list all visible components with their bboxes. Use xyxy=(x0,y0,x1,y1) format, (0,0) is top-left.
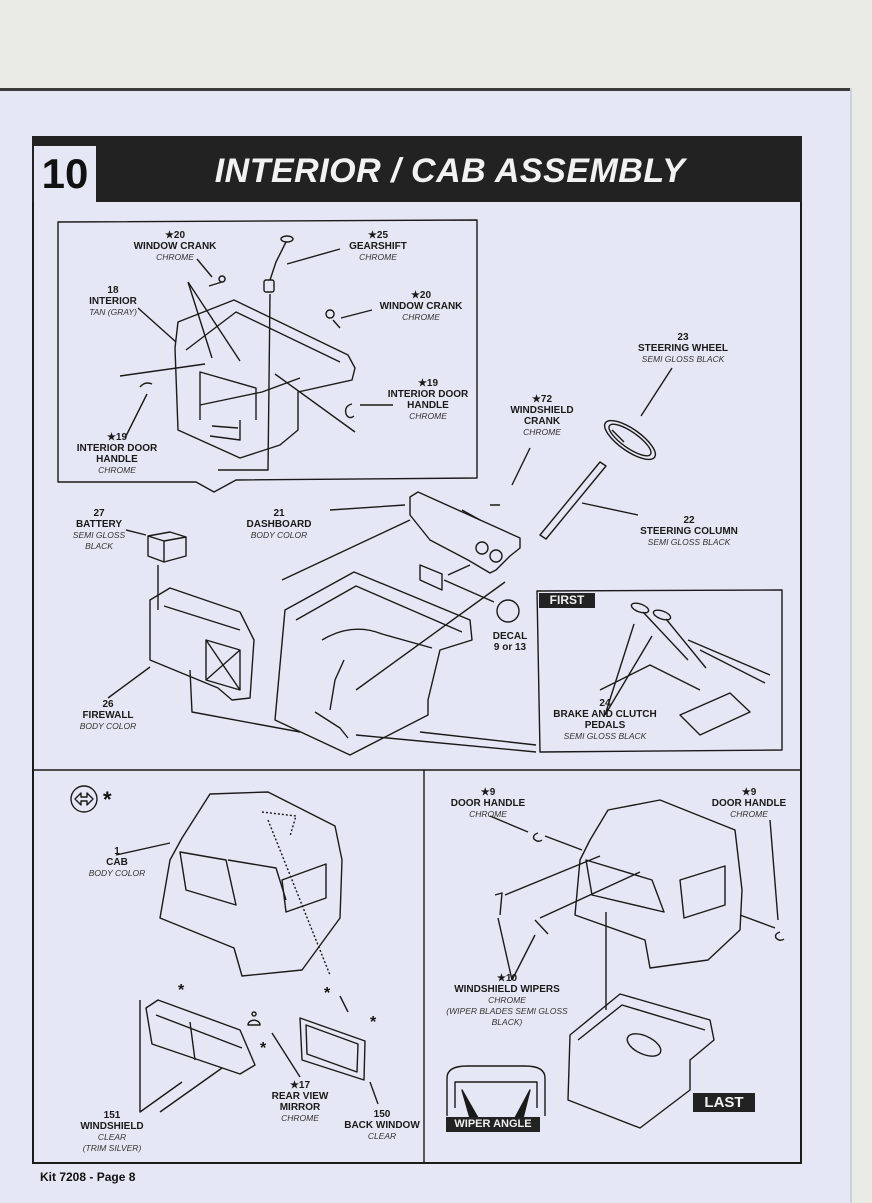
steering-column-drawing xyxy=(539,461,607,540)
first-inset-box xyxy=(536,589,783,753)
page-title: INTERIOR / CAB ASSEMBLY xyxy=(214,152,686,190)
label-interior-door-handle-right: ★19 INTERIOR DOOR HANDLE CHROME xyxy=(387,378,469,421)
label-windshield-wipers: ★10 WINDSHIELD WIPERS CHROME (WIPER BLAD… xyxy=(446,973,568,1027)
interior-inset-box xyxy=(57,219,478,493)
steering-wheel-drawing xyxy=(603,419,657,461)
decal-rectangle xyxy=(419,564,443,591)
mirror-parts-icon xyxy=(70,785,98,813)
windshield-wipers-drawing xyxy=(494,892,549,935)
page-footer: Kit 7208 - Page 8 xyxy=(40,1170,136,1184)
back-window-drawing xyxy=(299,1017,366,1081)
step-number: 10 xyxy=(34,146,96,202)
wiper-angle-tag: WIPER ANGLE xyxy=(446,1117,540,1132)
window-crank-left-drawing xyxy=(208,275,226,287)
glue-asterisk-icon: * xyxy=(178,982,185,999)
label-window-crank-left: ★20 WINDOW CRANK CHROME xyxy=(133,230,217,262)
label-cab: 1 CAB BODY COLOR xyxy=(88,846,146,878)
decal-disk xyxy=(496,599,520,623)
label-battery: 27 BATTERY SEMI GLOSS BLACK xyxy=(72,508,126,551)
windshield-drawing xyxy=(145,999,256,1075)
label-gearshift: ★25 GEARSHIFT CHROME xyxy=(349,230,407,262)
label-window-crank-right: ★20 WINDOW CRANK CHROME xyxy=(379,290,463,322)
wiper-angle-drawing xyxy=(446,1065,546,1116)
label-interior: 18 INTERIOR TAN (GRAY) xyxy=(89,285,137,317)
first-tag: FIRST xyxy=(539,593,595,608)
label-windshield-crank: ★72 WINDSHIELD CRANK CHROME xyxy=(510,394,574,437)
label-door-handle-left: ★9 DOOR HANDLE CHROME xyxy=(450,787,526,819)
step-header-bar xyxy=(32,136,802,202)
label-back-window: 150 BACK WINDOW CLEAR xyxy=(344,1109,420,1141)
glue-asterisk-icon: * xyxy=(103,787,112,812)
cab-right-drawing xyxy=(574,799,743,969)
window-crank-right-drawing xyxy=(325,309,341,329)
label-door-handle-right: ★9 DOOR HANDLE CHROME xyxy=(711,787,787,819)
label-firewall: 26 FIREWALL BODY COLOR xyxy=(79,699,137,731)
label-steering-column: 22 STEERING COLUMN SEMI GLOSS BLACK xyxy=(640,515,738,547)
final-tub-drawing xyxy=(567,993,715,1129)
label-steering-wheel: 23 STEERING WHEEL SEMI GLOSS BLACK xyxy=(637,332,729,364)
rear-view-mirror-drawing xyxy=(247,1011,261,1026)
cab-floor-drawing xyxy=(274,571,473,756)
gearshift-drawing xyxy=(263,235,294,293)
label-windshield: 151 WINDSHIELD CLEAR (TRIM SILVER) xyxy=(80,1110,144,1153)
pedals-drawing xyxy=(599,602,771,736)
battery-drawing xyxy=(147,531,187,563)
last-tag: LAST xyxy=(693,1093,755,1112)
label-interior-door-handle-left: ★19 INTERIOR DOOR HANDLE CHROME xyxy=(76,432,158,475)
cab-drawing xyxy=(159,791,343,977)
door-handle-left-drawing xyxy=(532,832,543,842)
section-divider xyxy=(34,769,800,1162)
interior-door-handle-right-drawing xyxy=(344,403,355,419)
label-decal: DECAL 9 or 13 xyxy=(492,631,528,653)
glue-asterisk-icon: * xyxy=(370,1014,377,1031)
label-dashboard: 21 DASHBOARD BODY COLOR xyxy=(246,508,312,540)
label-pedals: 24 BRAKE AND CLUTCH PEDALS SEMI GLOSS BL… xyxy=(553,698,657,741)
glue-asterisk-icon: * xyxy=(260,1040,267,1057)
label-rear-view-mirror: ★17 REAR VIEW MIRROR CHROME xyxy=(271,1080,329,1123)
interior-door-handle-left-drawing xyxy=(139,382,153,388)
firewall-drawing xyxy=(149,587,255,701)
dashboard-drawing xyxy=(409,491,521,574)
glue-asterisk-icon: * xyxy=(324,985,331,1002)
interior-tub-drawing xyxy=(174,299,356,459)
door-handle-right-drawing xyxy=(774,931,785,941)
